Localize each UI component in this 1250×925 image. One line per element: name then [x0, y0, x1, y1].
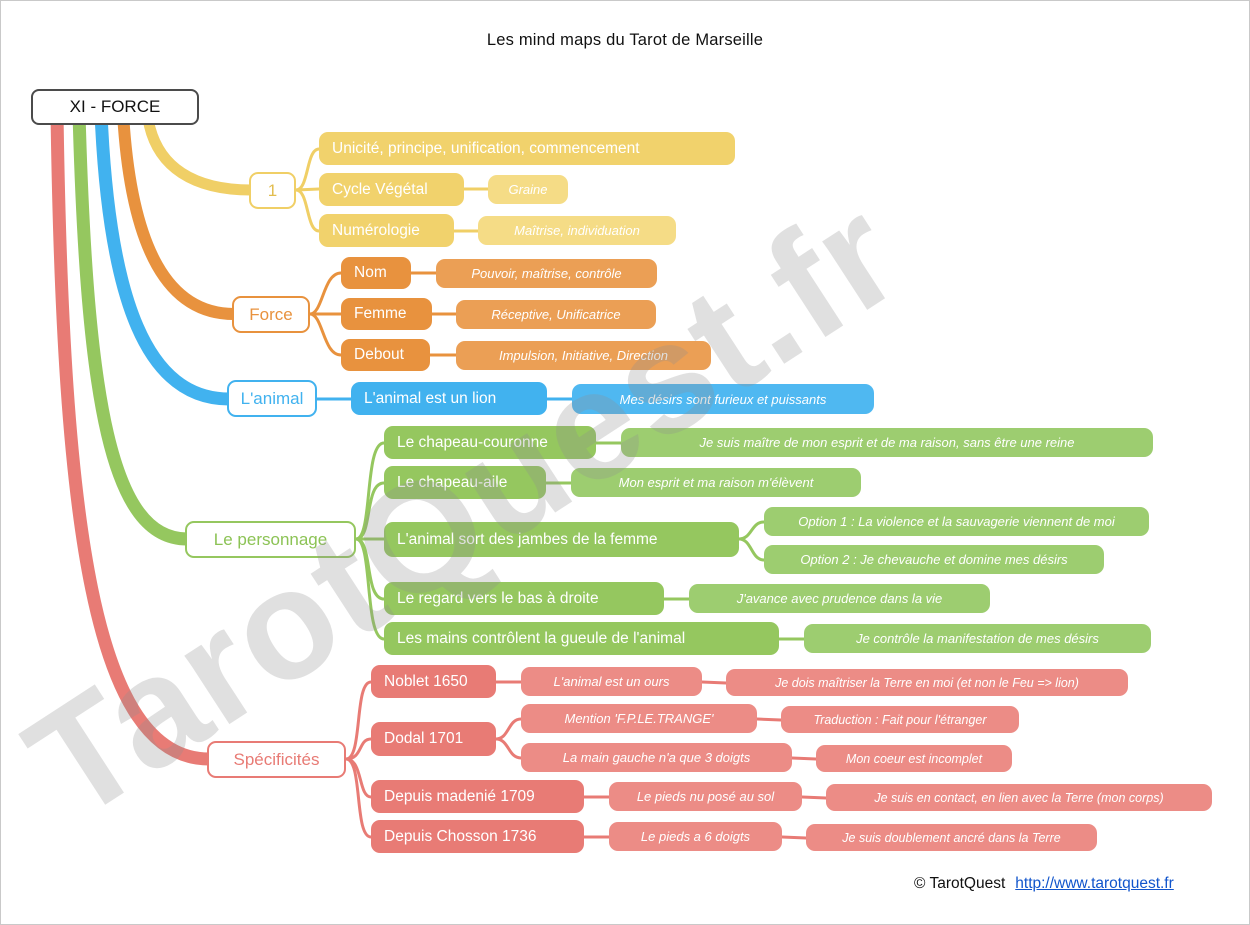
- subconnectors-orange: [308, 271, 458, 357]
- node-femme: Femme: [341, 298, 432, 330]
- branch-curve-yellow: [141, 105, 257, 196]
- branch-label-animal: L'animal: [227, 380, 317, 417]
- node-numerologie: Numérologie: [319, 214, 454, 247]
- branch-label-specificites: Spécificités: [207, 741, 346, 778]
- subconnectors-yellow: [294, 147, 490, 233]
- root-node: XI - FORCE: [31, 89, 199, 125]
- node-madenie-1709: Depuis madenié 1709: [371, 780, 584, 813]
- branch-label-1: 1: [249, 172, 296, 209]
- node-unicite: Unicité, principe, unification, commence…: [319, 132, 735, 165]
- note-main-gauche: La main gauche n'a que 3 doigts: [521, 743, 792, 772]
- subnote-coeur-incomplet: Mon coeur est incomplet: [816, 745, 1012, 772]
- node-noblet-1650: Noblet 1650: [371, 665, 496, 698]
- note-prudence: J'avance avec prudence dans la vie: [689, 584, 990, 613]
- node-dodal-1701: Dodal 1701: [371, 722, 496, 756]
- note-maitre-esprit: Je suis maître de mon esprit et de ma ra…: [621, 428, 1153, 457]
- note-impulsion: Impulsion, Initiative, Direction: [456, 341, 711, 370]
- node-chapeau-aile: Le chapeau-aile: [384, 466, 546, 499]
- note-option-2: Option 2 : Je chevauche et domine mes dé…: [764, 545, 1104, 574]
- subnote-maitriser-terre: Je dois maîtriser la Terre en moi (et no…: [726, 669, 1128, 696]
- subconnectors-red: [344, 680, 828, 840]
- subnote-ancre-terre: Je suis doublement ancré dans la Terre: [806, 824, 1097, 851]
- note-animal-ours: L'animal est un ours: [521, 667, 702, 696]
- branch-curve-red: [50, 106, 216, 766]
- branch-curve-orange: [117, 107, 240, 320]
- branch-curve-blue: [94, 106, 236, 406]
- node-cycle-vegetal: Cycle Végétal: [319, 173, 464, 206]
- branch-curve-green: [72, 106, 194, 546]
- branch-label-force: Force: [232, 296, 310, 333]
- note-pied-nu: Le pieds nu posé au sol: [609, 782, 802, 811]
- note-pouvoir: Pouvoir, maîtrise, contrôle: [436, 259, 657, 288]
- node-debout: Debout: [341, 339, 430, 371]
- subnote-contact-terre: Je suis en contact, en lien avec la Terr…: [826, 784, 1212, 811]
- note-receptive: Réceptive, Unificatrice: [456, 300, 656, 329]
- subconnectors-green: [354, 441, 806, 641]
- note-option-1: Option 1 : La violence et la sauvagerie …: [764, 507, 1149, 536]
- node-regard-bas: Le regard vers le bas à droite: [384, 582, 664, 615]
- node-animal-lion: L'animal est un lion: [351, 382, 547, 415]
- note-maitrise-individuation: Maîtrise, individuation: [478, 216, 676, 245]
- node-chosson-1736: Depuis Chosson 1736: [371, 820, 584, 853]
- footer-link[interactable]: http://www.tarotquest.fr: [1015, 875, 1174, 892]
- branch-label-personnage: Le personnage: [185, 521, 356, 558]
- note-pied-6-doigts: Le pieds a 6 doigts: [609, 822, 782, 851]
- note-mention-fpletrange: Mention 'F.P.LE.TRANGE': [521, 704, 757, 733]
- copyright-text: © TarotQuest: [914, 875, 1006, 892]
- node-animal-jambes: L'animal sort des jambes de la femme: [384, 522, 739, 557]
- node-nom: Nom: [341, 257, 411, 289]
- note-desirs-furieux: Mes désirs sont furieux et puissants: [572, 384, 874, 414]
- page-title: Les mind maps du Tarot de Marseille: [486, 31, 764, 49]
- subnote-traduction: Traduction : Fait pour l'étranger: [781, 706, 1019, 733]
- note-graine: Graine: [488, 175, 568, 204]
- node-mains-gueule: Les mains contrôlent la gueule de l'anim…: [384, 622, 779, 655]
- note-controle-desirs: Je contrôle la manifestation de mes dési…: [804, 624, 1151, 653]
- node-chapeau-couronne: Le chapeau-couronne: [384, 426, 596, 459]
- note-esprit-eleve: Mon esprit et ma raison m'élèvent: [571, 468, 861, 497]
- footer: © TarotQuest http://www.tarotquest.fr: [914, 875, 1174, 893]
